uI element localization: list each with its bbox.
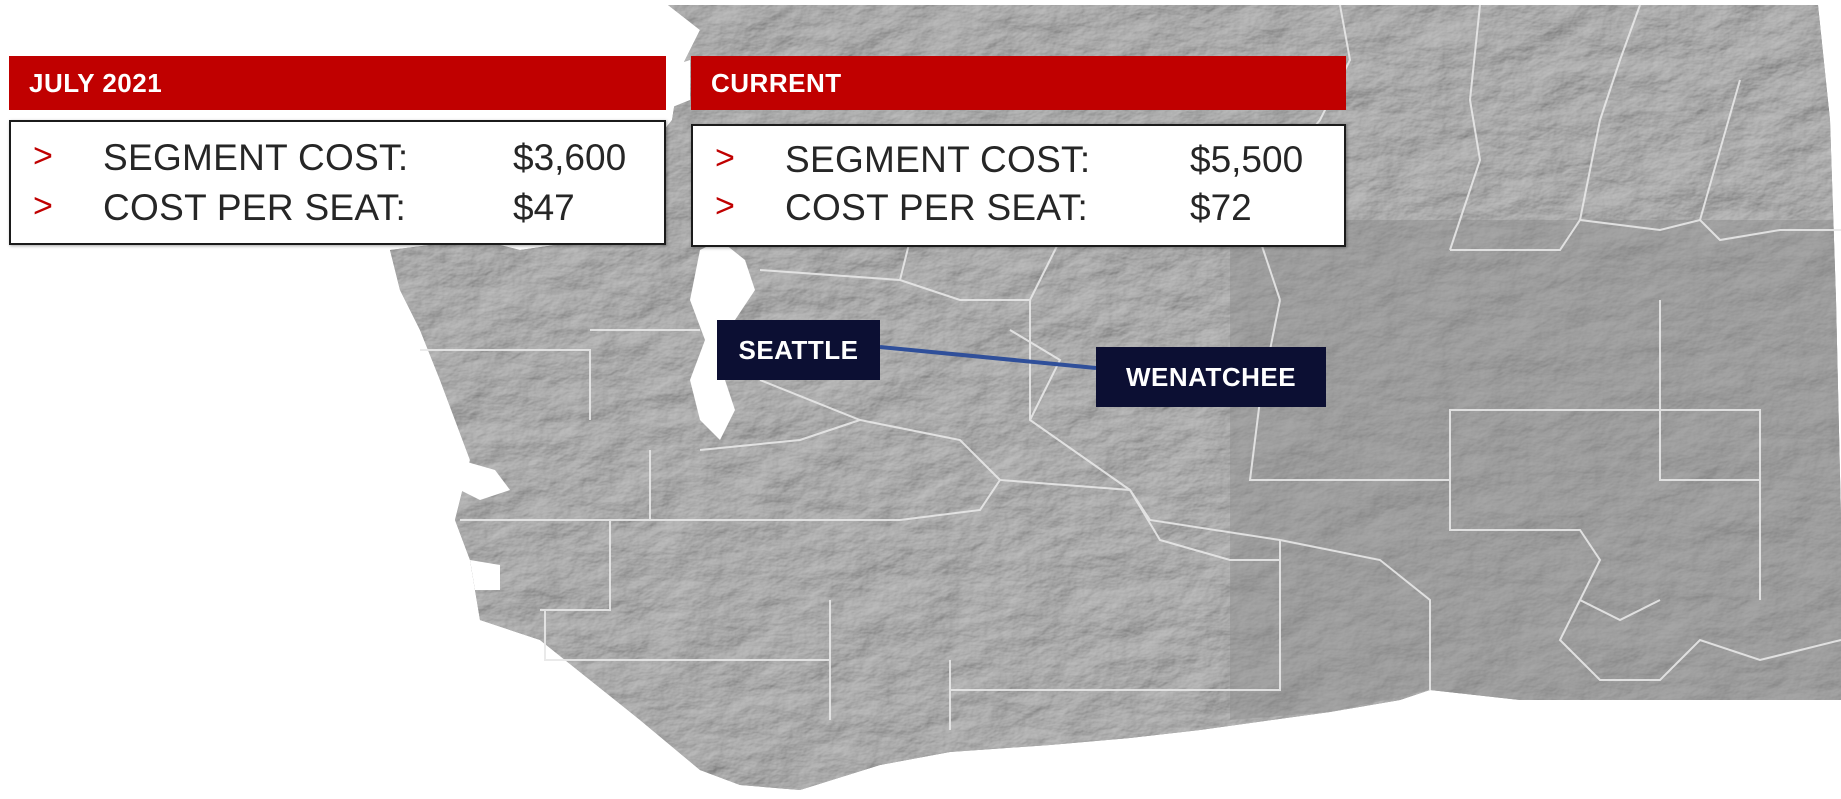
chevron-right-icon: > <box>715 139 735 177</box>
segment-cost-label: SEGMENT COST: <box>103 137 409 178</box>
route-line-seattle-wenatchee <box>879 345 1097 370</box>
row-segment-cost-july: > SEGMENT COST: $3,600 <box>11 136 664 180</box>
panel-box-current: > SEGMENT COST: $5,500 > COST PER SEAT: … <box>691 124 1346 247</box>
chevron-right-icon: > <box>33 187 53 225</box>
row-cost-per-seat-current: > COST PER SEAT: $72 <box>693 186 1344 230</box>
segment-cost-label: SEGMENT COST: <box>785 139 1091 180</box>
chevron-right-icon: > <box>33 137 53 175</box>
cost-per-seat-value: $72 <box>1190 187 1252 228</box>
cost-per-seat-label: COST PER SEAT: <box>103 187 407 228</box>
cost-per-seat-value: $47 <box>513 187 575 228</box>
chevron-right-icon: > <box>715 187 735 225</box>
city-label-wenatchee: WENATCHEE <box>1096 347 1326 407</box>
segment-cost-value: $5,500 <box>1190 139 1304 180</box>
cost-per-seat-label: COST PER SEAT: <box>785 187 1089 228</box>
city-label-seattle: SEATTLE <box>717 320 880 380</box>
row-cost-per-seat-july: > COST PER SEAT: $47 <box>11 186 664 230</box>
panel-box-july-2021: > SEGMENT COST: $3,600 > COST PER SEAT: … <box>9 120 666 245</box>
segment-cost-value: $3,600 <box>513 137 627 178</box>
panel-header-july-2021: JULY 2021 <box>9 56 666 110</box>
row-segment-cost-current: > SEGMENT COST: $5,500 <box>693 138 1344 182</box>
panel-header-current: CURRENT <box>691 56 1346 110</box>
